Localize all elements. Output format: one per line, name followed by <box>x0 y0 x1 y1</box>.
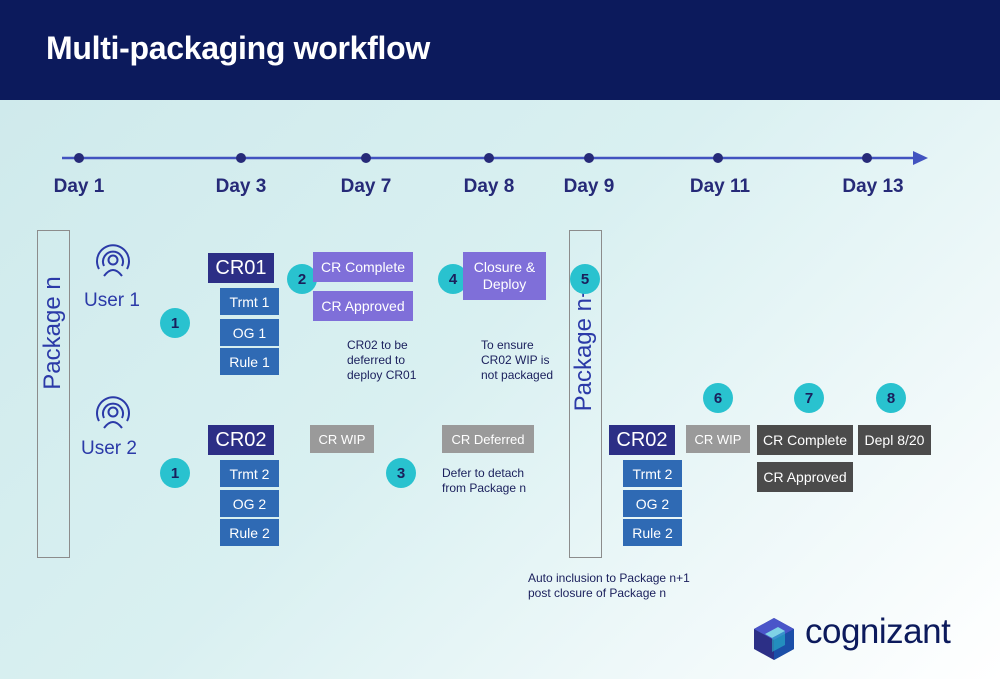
cr02-next-approved-status: CR Approved <box>757 462 853 492</box>
cr02-item-og: OG 2 <box>220 490 279 517</box>
cr02-wip-status: CR WIP <box>310 425 374 453</box>
package-n1-frame <box>569 230 602 558</box>
cr02-next-header: CR02 <box>609 425 675 455</box>
cr02-item-trmt: Trmt 2 <box>220 460 279 487</box>
step-badge-7: 7 <box>794 383 824 413</box>
cr01-item-og: OG 1 <box>220 319 279 346</box>
day-label-8: Day 8 <box>463 176 515 197</box>
day-label-13: Day 13 <box>842 176 904 197</box>
cr02-next-item-rule: Rule 2 <box>623 519 682 546</box>
cr01-complete-status: CR Complete <box>313 252 413 282</box>
timeline-dot-day13 <box>862 153 872 163</box>
timeline-dot-day7 <box>361 153 371 163</box>
cr02-header: CR02 <box>208 425 274 455</box>
timeline-dot-day11 <box>713 153 723 163</box>
timeline-dot-day3 <box>236 153 246 163</box>
user-2-label: User 2 <box>81 438 137 459</box>
note-defer-cr02: CR02 to be deferred to deploy CR01 <box>347 338 417 382</box>
step-badge-5: 5 <box>570 264 600 294</box>
day-label-9: Day 9 <box>563 176 615 197</box>
note-detach: Defer to detach from Package n <box>442 466 527 495</box>
page-title: Multi-packaging workflow <box>46 30 430 66</box>
step-badge-1-user2: 1 <box>160 458 190 488</box>
note-auto-inclusion: Auto inclusion to Package n+1 post closu… <box>528 571 690 600</box>
cr02-next-deploy-status: Depl 8/20 <box>858 425 931 455</box>
step-badge-6: 6 <box>703 383 733 413</box>
cr01-approved-status: CR Approved <box>313 291 413 321</box>
cr02-next-complete-status: CR Complete <box>757 425 853 455</box>
day-label-3: Day 3 <box>215 176 267 197</box>
day-label-11: Day 11 <box>689 176 751 197</box>
step-badge-2: 2 <box>287 264 317 294</box>
step-badge-8: 8 <box>876 383 906 413</box>
cr01-header: CR01 <box>208 253 274 283</box>
background <box>0 100 1000 679</box>
user-1-icon <box>96 244 130 277</box>
cognizant-logo-icon <box>754 618 794 660</box>
note-ensure-wip: To ensure CR02 WIP is not packaged <box>481 338 554 382</box>
user-2-icon <box>96 396 130 429</box>
timeline-dot-day8 <box>484 153 494 163</box>
day-label-1: Day 1 <box>53 176 105 197</box>
timeline-dot-day9 <box>584 153 594 163</box>
cr02-deferred-status: CR Deferred <box>442 425 534 453</box>
cognizant-logo-text: cognizant <box>805 612 951 651</box>
cr02-next-item-og: OG 2 <box>623 490 682 517</box>
timeline-dot-day1 <box>74 153 84 163</box>
cr01-item-trmt: Trmt 1 <box>220 288 279 315</box>
day-label-7: Day 7 <box>340 176 392 197</box>
package-n-label: Package n <box>39 276 66 390</box>
user-1-label: User 1 <box>84 290 140 311</box>
cr02-next-item-trmt: Trmt 2 <box>623 460 682 487</box>
cr02-next-wip-status: CR WIP <box>686 425 750 453</box>
cr01-item-rule: Rule 1 <box>220 348 279 375</box>
step-badge-3: 3 <box>386 458 416 488</box>
cr02-item-rule: Rule 2 <box>220 519 279 546</box>
header-bar: Multi-packaging workflow <box>0 0 1000 100</box>
step-badge-1-user1: 1 <box>160 308 190 338</box>
cr01-closure-deploy: Closure & Deploy <box>463 252 546 300</box>
package-n-frame <box>37 230 70 558</box>
